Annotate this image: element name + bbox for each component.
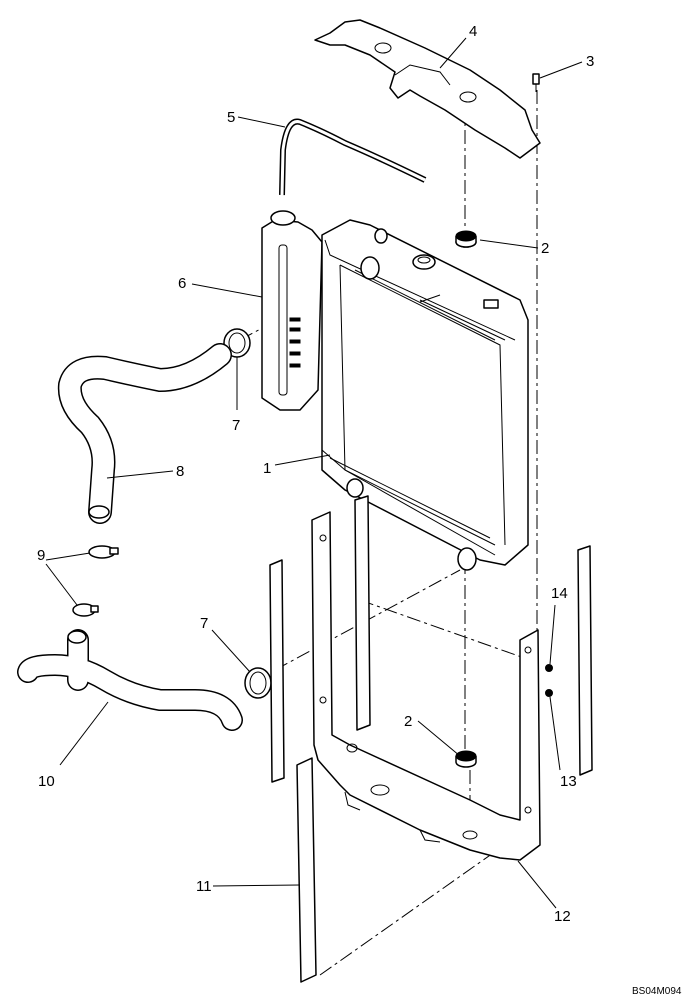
callout-10: 10: [38, 773, 55, 790]
hose-clamp-lower: [244, 667, 272, 699]
fastener-14: [545, 664, 553, 672]
drawing-reference: BS04M094: [632, 986, 682, 997]
radiator-frame-part: [311, 511, 541, 861]
callout-7-lower: 7: [200, 615, 208, 632]
top-bracket-part: [314, 19, 541, 159]
fastener-13: [545, 689, 553, 697]
rubber-mount-lower: [455, 750, 477, 768]
lower-hose-part: [17, 629, 243, 731]
callout-11: 11: [196, 878, 212, 895]
seal-strip-long: [296, 757, 317, 983]
callout-2-upper: 2: [541, 240, 549, 257]
level-marks: [289, 317, 301, 368]
small-clamp-lower: [72, 603, 99, 617]
small-clamp-upper: [88, 545, 119, 559]
overflow-tube-part: [279, 118, 427, 196]
callout-8: 8: [176, 463, 184, 480]
callout-14: 14: [551, 585, 568, 602]
callout-9: 9: [37, 547, 45, 564]
callout-13: 13: [560, 773, 577, 790]
bolt-part: [532, 73, 540, 92]
callout-3: 3: [586, 53, 594, 70]
seal-strip-right: [577, 545, 593, 776]
leader-lines: [45, 37, 583, 909]
upper-hose-part: [57, 343, 232, 524]
seal-strip-center: [354, 495, 371, 731]
callout-labels: 1 2 2 3 4 5 6 7 7 8 9 10 11 12 13 14: [37, 23, 594, 925]
callout-6: 6: [178, 275, 186, 292]
callout-7-upper: 7: [232, 417, 240, 434]
radiator-part: [321, 219, 529, 571]
seal-strip-left: [269, 559, 285, 783]
callout-4: 4: [469, 23, 477, 40]
rubber-mount-upper: [455, 230, 477, 248]
callout-1: 1: [263, 460, 271, 477]
coolant-reservoir-part: [261, 210, 323, 411]
callout-2-lower: 2: [404, 713, 412, 730]
callout-12: 12: [554, 908, 571, 925]
callout-5: 5: [227, 109, 235, 126]
